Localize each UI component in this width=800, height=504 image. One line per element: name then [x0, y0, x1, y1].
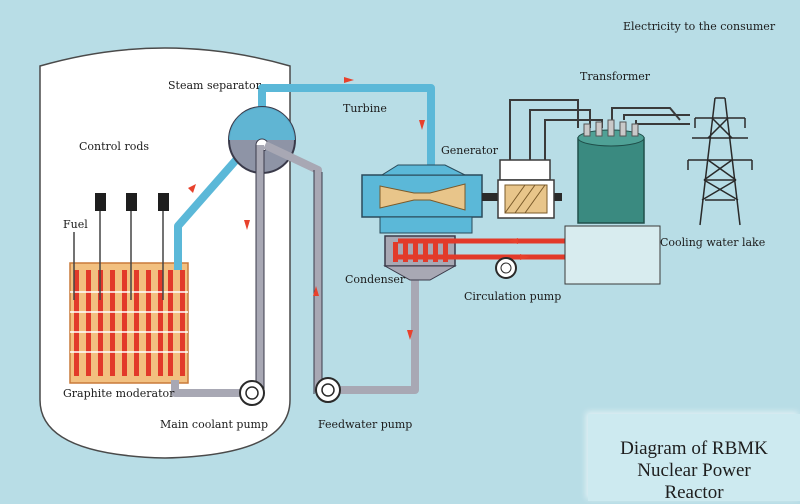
label-graphite-moderator: Graphite moderator — [63, 387, 175, 400]
label-circulation-pump: Circulation pump — [464, 290, 562, 303]
generator — [497, 159, 555, 219]
title-line-2: Nuclear Power — [637, 460, 751, 481]
label-electricity: Electricity to the consumer — [623, 20, 776, 33]
control-rods — [73, 193, 169, 300]
transformer — [577, 119, 645, 224]
label-cooling-water-lake: Cooling water lake — [660, 236, 766, 249]
label-feedwater-pump: Feedwater pump — [318, 418, 413, 431]
circulation-pump — [495, 257, 517, 279]
label-generator: Generator — [441, 144, 499, 157]
transmission-pylon — [687, 97, 753, 226]
feedwater-pump — [315, 377, 341, 403]
label-control-rods: Control rods — [79, 140, 150, 153]
cooling-water-lake — [564, 225, 661, 285]
flow-arrows — [188, 77, 530, 340]
condenser — [383, 235, 457, 281]
main-coolant-pump — [239, 380, 265, 406]
graphite-moderator-core — [69, 262, 189, 384]
title-line-1: Diagram of RBMK — [620, 438, 768, 459]
cooling-circuit-pipes — [398, 238, 565, 260]
title-line-3: Reactor — [664, 482, 724, 503]
label-transformer: Transformer — [580, 70, 651, 83]
diagram-title-box: Diagram of RBMK Nuclear Power Reactor — [588, 414, 800, 503]
label-turbine: Turbine — [343, 102, 387, 115]
label-fuel: Fuel — [63, 218, 88, 231]
coolant-return-pipe — [171, 145, 264, 397]
label-main-coolant-pump: Main coolant pump — [160, 418, 269, 431]
label-steam-separator: Steam separator — [168, 79, 261, 92]
power-cables — [509, 99, 690, 160]
turbine — [361, 164, 483, 234]
steam-pipe — [174, 84, 435, 270]
label-condenser: Condenser — [345, 273, 406, 286]
